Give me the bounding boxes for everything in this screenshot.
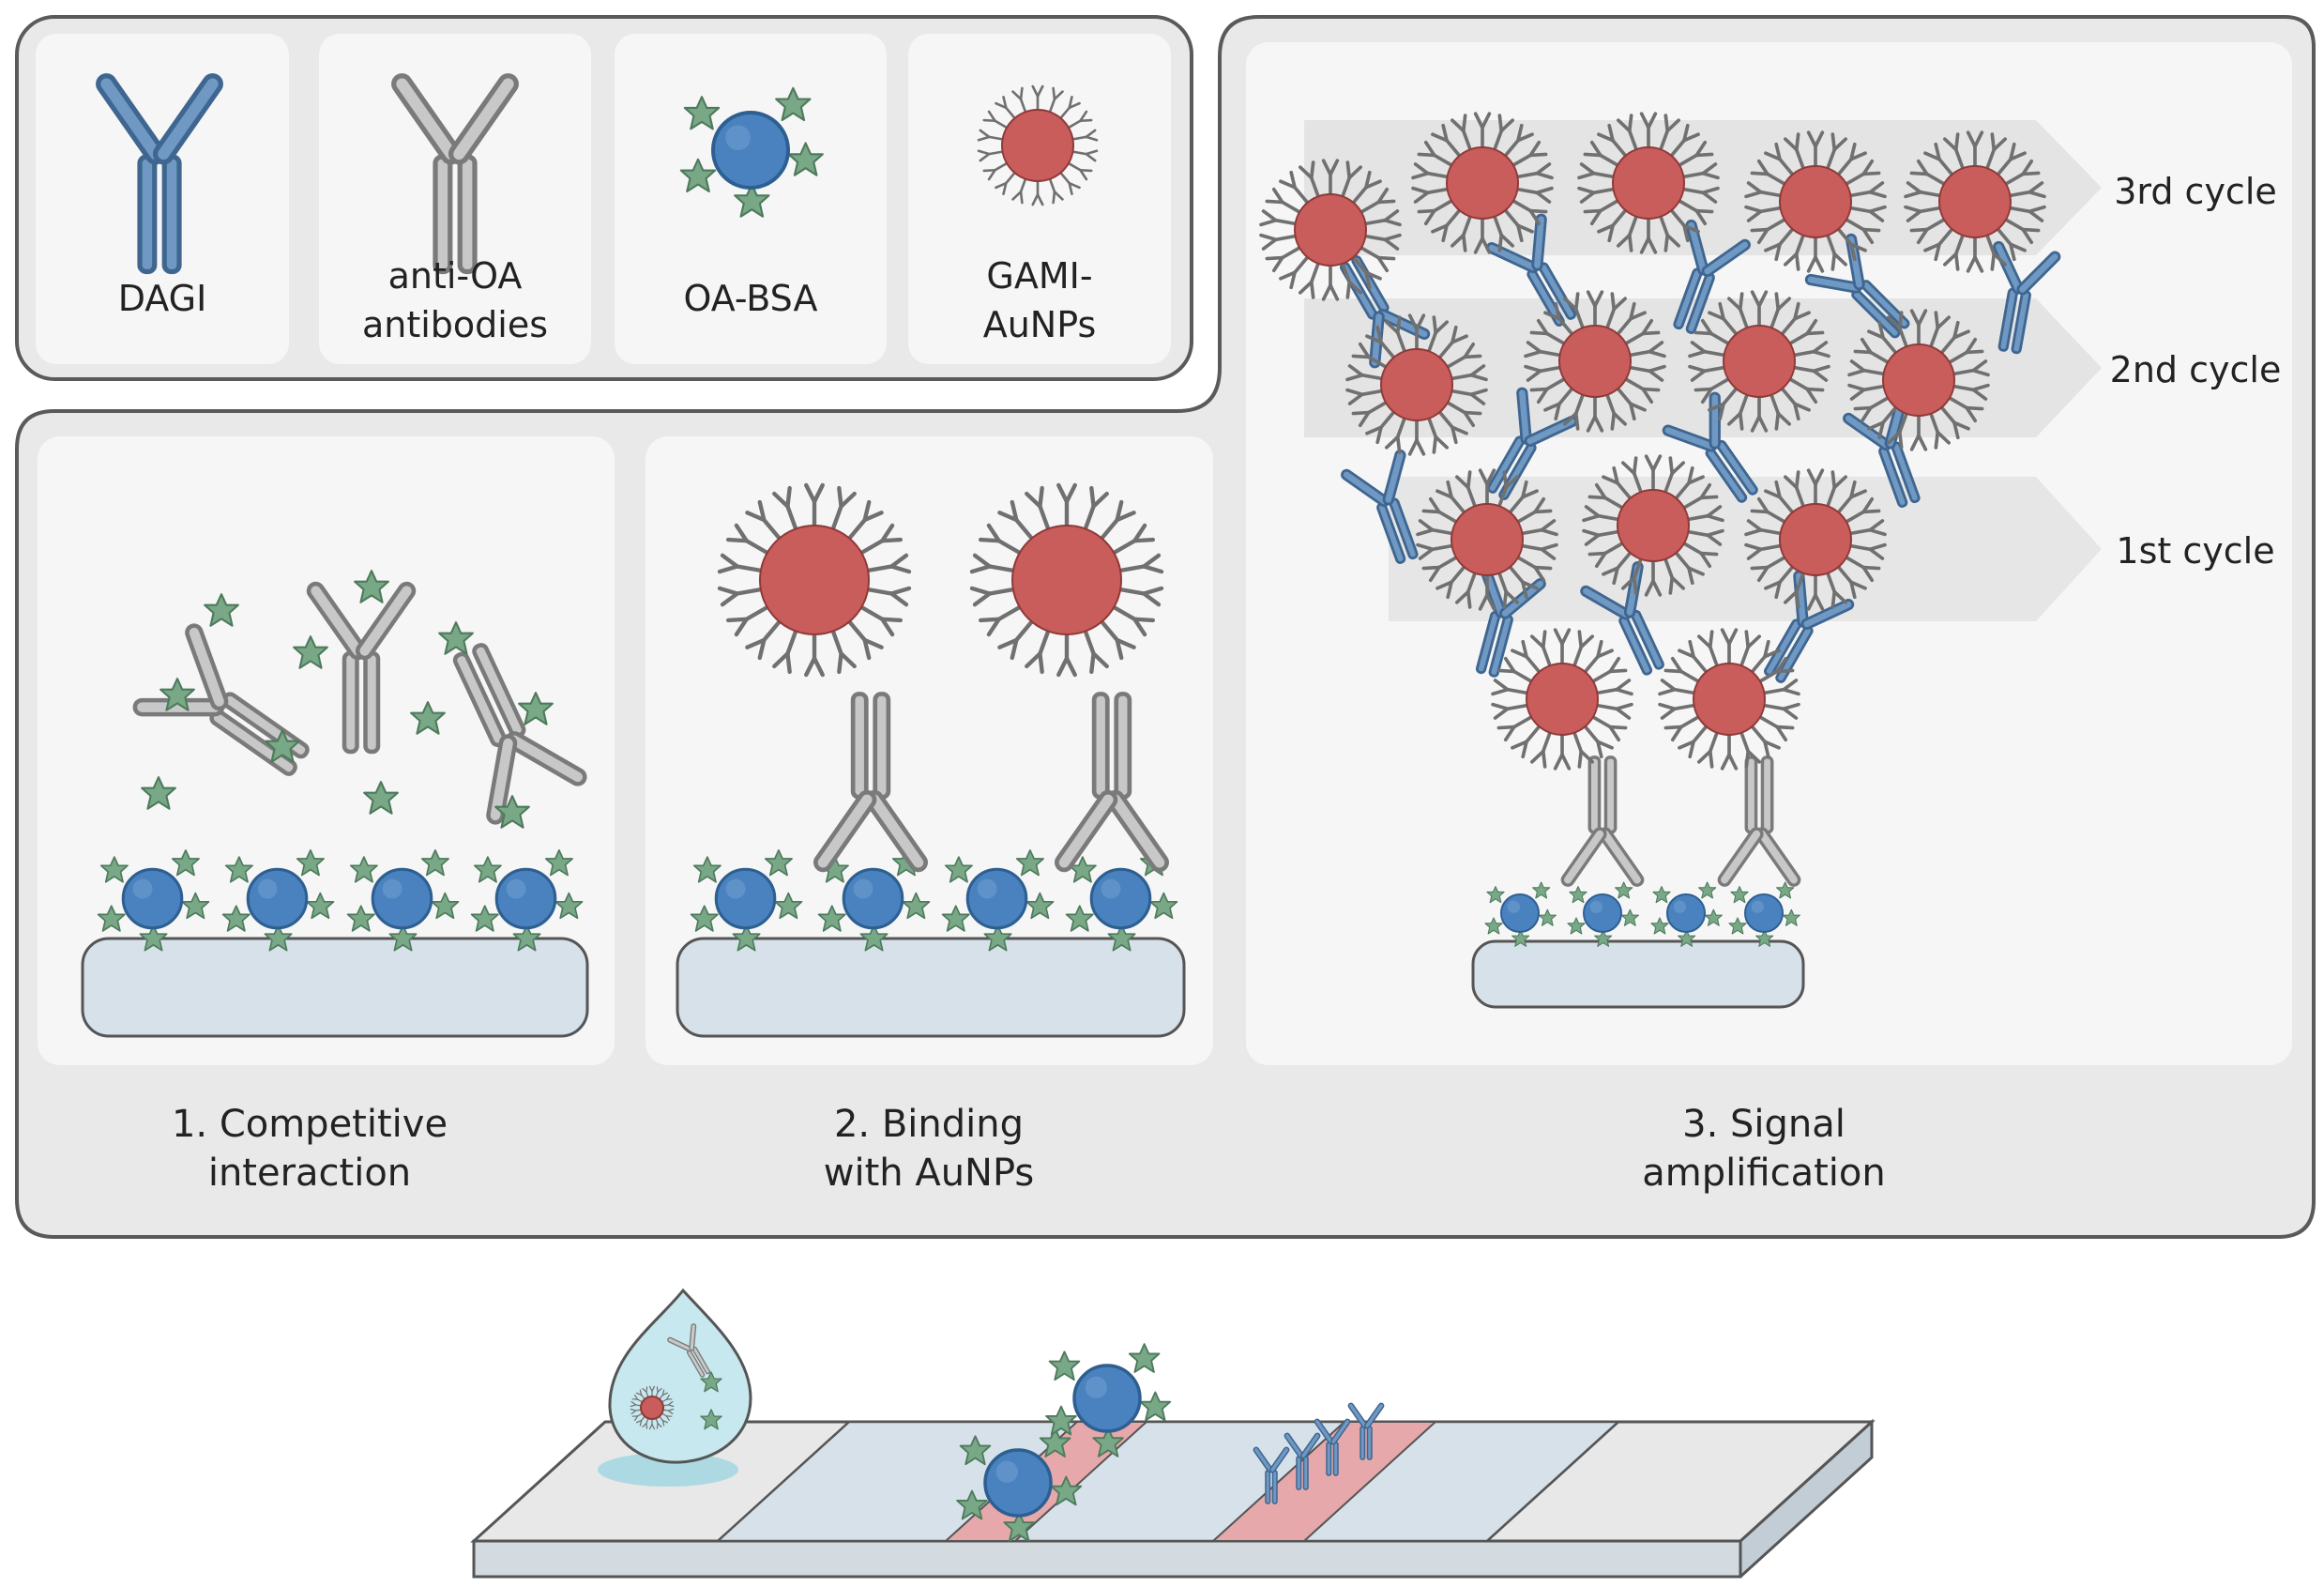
aunp-core <box>1723 325 1796 398</box>
legend-label-oa-bsa: OA-BSA <box>683 278 818 319</box>
lateral-flow-strip <box>470 1288 1876 1579</box>
amplification-aunp <box>1416 468 1558 611</box>
amplification-aunp <box>1688 290 1830 433</box>
legend-tile-anti-oa <box>319 34 591 364</box>
step1-substrate <box>81 937 589 1038</box>
aunp-core <box>1617 489 1690 562</box>
amplification-aunp <box>1658 628 1800 771</box>
aunp-core <box>759 525 870 635</box>
cycle-label-3rd: 3rd cycle <box>2114 171 2277 212</box>
aunp-core <box>1779 165 1852 238</box>
amplification-aunp <box>1582 454 1724 597</box>
amplification-aunp <box>1744 130 1887 273</box>
droplet-aunp <box>630 1385 675 1430</box>
aunp-core <box>1882 343 1955 417</box>
amplification-aunp <box>1904 130 2046 273</box>
aunp-core <box>1451 503 1524 576</box>
amplification-aunp <box>1744 468 1887 611</box>
aunp-core <box>1779 503 1852 576</box>
aunp-core <box>1938 165 2012 238</box>
step2-substrate <box>676 937 1186 1038</box>
amplification-aunp <box>1411 112 1554 254</box>
strip-front <box>472 1539 1742 1579</box>
amplification-aunp <box>1577 112 1720 254</box>
legend-label-dagi: DAGI <box>117 278 207 319</box>
sample-droplet-icon <box>608 1288 752 1464</box>
cycle-arrow-1 <box>1389 477 2102 621</box>
step2-aunp-1 <box>720 485 909 675</box>
legend-label-gami-aunps: GAMI-AuNPs <box>982 255 1097 345</box>
aunp-core <box>1693 663 1766 736</box>
amplification-aunp <box>1491 628 1633 771</box>
step3-scene <box>1259 112 2102 1009</box>
aunp-core <box>1380 348 1453 421</box>
step2-scene <box>676 485 1186 1038</box>
amplification-aunp <box>1524 290 1666 433</box>
droplet-shadow <box>598 1453 738 1487</box>
legend-panel <box>15 15 1193 381</box>
strip-divider <box>1486 1421 1619 1542</box>
amplification-aunp <box>1847 309 1990 451</box>
conjugate-pad <box>714 1420 1622 1543</box>
aunp-core <box>640 1396 664 1420</box>
cycle-label-2nd: 2nd cycle <box>2109 349 2282 390</box>
aunp-core <box>1558 325 1632 398</box>
step3-substrate <box>1471 939 1805 1009</box>
aunp-core <box>1294 193 1367 267</box>
aunp-core <box>1446 146 1519 220</box>
amplification-aunp <box>1259 159 1402 301</box>
aunp-core <box>1001 109 1074 182</box>
gami-aunp-icon <box>977 84 1099 206</box>
aunp-core <box>1526 663 1599 736</box>
aunp-core <box>1011 525 1122 635</box>
amplification-aunp <box>1345 313 1488 456</box>
cycle-label-1st: 1st cycle <box>2116 530 2275 572</box>
step2-aunp-2 <box>972 485 1162 675</box>
aunp-core <box>1612 146 1685 220</box>
step1-scene <box>81 570 591 1038</box>
